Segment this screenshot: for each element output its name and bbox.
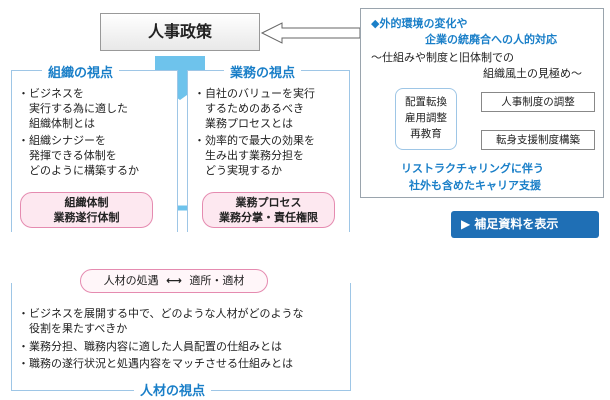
biz-bullet: 業務プロセスとは [194, 117, 293, 130]
people-section [11, 283, 351, 391]
biz-bullet: どう実現するか [194, 164, 282, 177]
people-tag-right: 適所・適材 [189, 274, 245, 287]
people-bullet: ・職務の遂行状況と処遇内容をマッチさせる仕組みとは [18, 357, 293, 370]
show-supplement-button[interactable]: ▶ 補足資料を表示 [451, 211, 599, 238]
panel-sub-line2: 組織風土の見極め〜 [483, 67, 582, 80]
panel-left-group: 配置転換 雇用調整 再教育 [395, 88, 457, 150]
panel-footer-line2: 社外も含めたキャリア支援 [409, 179, 541, 192]
panel-heading-line2: 企業の統廃合への人的対応 [425, 33, 557, 46]
biz-section-title: 業務の視点 [224, 62, 302, 81]
org-bullet: ・ビジネスを [18, 87, 84, 100]
people-bullet: ・ビジネスを展開する中で、どのような人材がどのような [18, 307, 304, 320]
panel-left-arrow [260, 22, 361, 44]
policy-down-arrow [138, 56, 222, 100]
panel-left-item: 雇用調整 [405, 112, 447, 124]
people-tag: 人材の処遇 ⟷ 適所・適材 [80, 269, 268, 293]
people-bullet: ・業務分担、職務内容に適した人員配置の仕組みとは [18, 340, 282, 353]
org-tag-line1: 組織体制 [64, 196, 109, 209]
people-tag-left: 人材の処遇 [103, 274, 159, 287]
panel-left-item: 配置転換 [405, 96, 447, 108]
people-tag-arrow: ⟷ [166, 274, 182, 287]
panel-left-item: 再教育 [410, 128, 442, 140]
biz-bullet: 生み出す業務分担を [194, 149, 304, 162]
people-section-title: 人材の視点 [134, 380, 212, 399]
org-section-title: 組織の視点 [42, 62, 120, 81]
panel-footer-line1: リストラクチャリングに伴う [401, 162, 544, 175]
org-bullet: 実行する為に適した [18, 102, 128, 115]
panel-right-box-2: 転身支援制度構築 [481, 130, 595, 150]
org-tag-line2: 業務遂行体制 [53, 211, 120, 224]
org-structure-tag: 組織体制 業務遂行体制 [20, 192, 153, 228]
org-bullet: どのように構築するか [18, 164, 139, 177]
biz-process-tag: 業務プロセス 業務分掌・責任権限 [202, 192, 335, 228]
org-bullet: 発揮できる体制を [18, 149, 117, 162]
biz-bullet: するためのあるべき [194, 102, 304, 115]
panel-right-box-1: 人事制度の調整 [481, 92, 595, 112]
panel-sub-line1: 〜仕組みや制度と旧体制での [371, 51, 514, 64]
people-bullet: 役割を果たすべきか [18, 322, 128, 335]
biz-tag-line1: 業務プロセス [235, 196, 302, 209]
org-bullet: ・組織シナジーを [18, 134, 106, 147]
policy-box: 人事政策 [100, 13, 260, 51]
restructuring-panel: ◆外的環境の変化や 企業の統廃合への人的対応 〜仕組みや制度と旧体制での 組織風… [360, 8, 604, 198]
policy-title: 人事政策 [147, 22, 212, 41]
biz-bullet: ・自社のバリューを実行 [194, 87, 315, 100]
biz-bullet: ・効率的で最大の効果を [194, 134, 315, 147]
org-bullet: 組織体制とは [18, 117, 95, 130]
panel-heading-line1: ◆外的環境の変化や [371, 17, 468, 30]
biz-tag-line2: 業務分掌・責任権限 [219, 211, 318, 224]
